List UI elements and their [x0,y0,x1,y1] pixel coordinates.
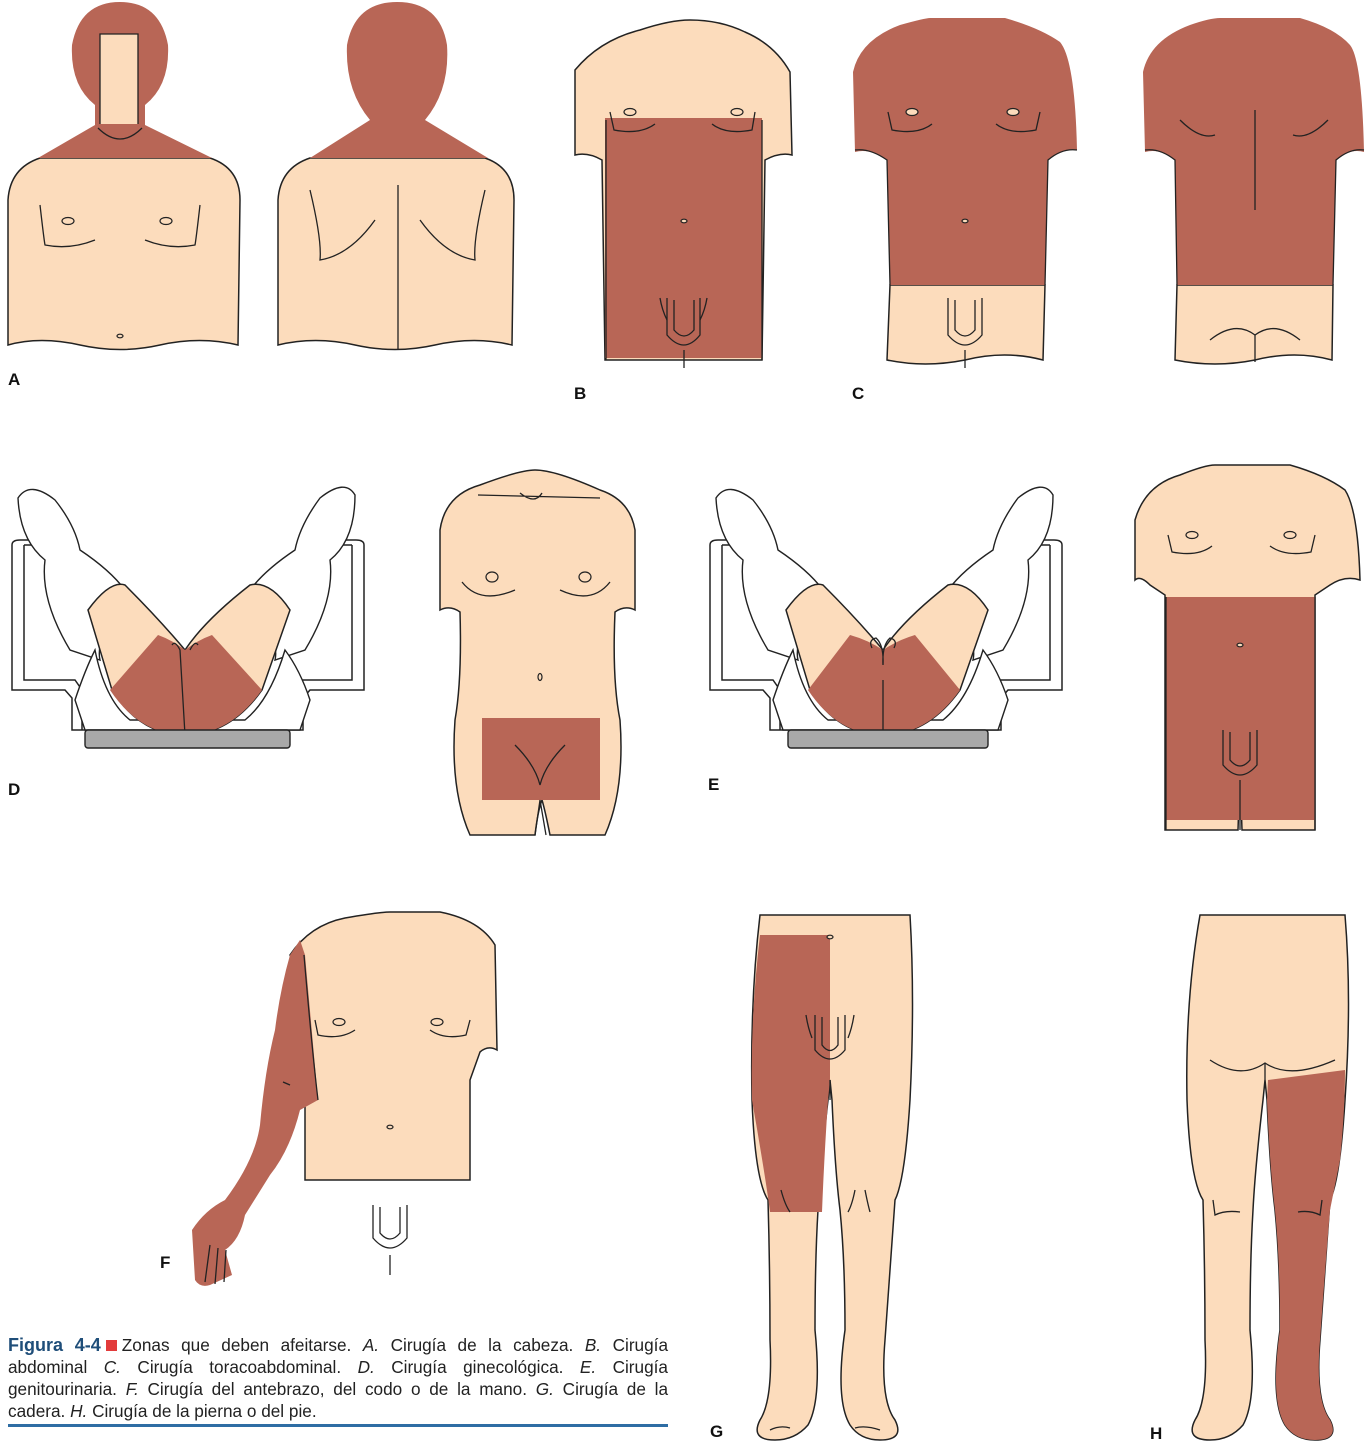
panel-e-lithotomy-figure [710,487,1062,748]
caption-letter-e: E. [580,1357,596,1377]
caption-text-a: Cirugía de la cabeza. [391,1335,574,1355]
caption-letter-a: A. [363,1335,379,1355]
panel-f-figure [192,912,497,1286]
caption-marker [106,1340,117,1351]
caption-letter-h: H. [70,1401,87,1421]
panel-b-figure [575,20,792,368]
caption-rule [8,1424,668,1427]
panel-a-front-figure [8,2,240,350]
caption-text-f: Cirugía del antebrazo, del codo o de la … [148,1379,528,1399]
panel-d-female-figure [440,470,635,835]
panel-label-g: G [710,1422,723,1442]
panel-c-back-figure [1143,18,1364,364]
panel-label-h: H [1150,1424,1162,1444]
caption-title: Zonas que deben afeitarse. [122,1335,352,1355]
caption-text-c: Cirugía toracoabdominal. [137,1357,341,1377]
caption-text-d: Cirugía ginecológica. [391,1357,563,1377]
panel-label-c: C [852,384,864,404]
caption-letter-b: B. [585,1335,601,1355]
caption-letter-f: F. [126,1379,139,1399]
panel-g-figure [752,915,913,1440]
panel-label-f: F [160,1253,170,1273]
panel-h-figure [1187,915,1349,1440]
figure-number: Figura 4-4 [8,1335,101,1355]
panel-label-b: B [574,384,586,404]
caption-letter-d: D. [358,1357,375,1377]
caption-text-h: Cirugía de la pierna o del pie. [92,1401,317,1421]
panel-label-a: A [8,370,20,390]
panel-label-d: D [8,780,20,800]
panel-a-back-figure [278,2,514,350]
panel-d-lithotomy-figure [12,487,364,748]
caption-letter-c: C. [104,1357,121,1377]
figure-caption: Figura 4-4Zonas que deben afeitarse. A. … [8,1334,668,1422]
panel-c-front-figure [853,18,1077,368]
caption-letter-g: G. [536,1379,554,1399]
panel-e-male-figure [1135,465,1360,830]
panel-label-e: E [708,775,719,795]
